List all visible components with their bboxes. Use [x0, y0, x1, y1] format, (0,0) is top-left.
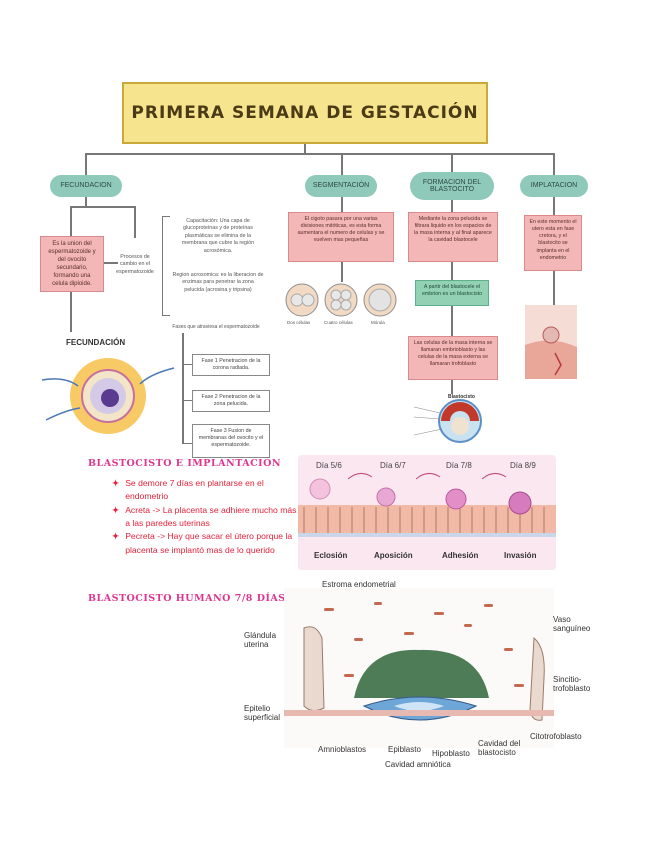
connector [85, 197, 87, 207]
label-citotrofoblasto: Citotrofoblasto [530, 732, 582, 741]
connector [553, 271, 555, 305]
segmentacion-text: El cigoto pasara por una varias division… [288, 212, 394, 262]
cleavage-label-1: Dos células [287, 320, 311, 325]
bullet-item: ✦Se demore 7 días en plantarse en el end… [112, 477, 300, 504]
bracket [162, 216, 170, 316]
bullet-item: ✦Acreta -> La placenta se adhiere mucho … [112, 504, 300, 531]
stages-figure: Día 5/6 Día 6/7 Día 7/8 Día 8/9 Eclosión… [298, 455, 556, 570]
formacion-box-3: Las celulas de la masa interna se llamar… [408, 336, 498, 380]
phase-3-box: Fase 3 Fusion de membranas del ovocito y… [192, 424, 270, 458]
branch-fecundacion: FECUNDACION [50, 175, 122, 197]
connector [134, 206, 136, 238]
label-hipoblasto: Hipoblasto [432, 749, 470, 758]
label-sincitio: Sincitio-trofoblasto [553, 675, 591, 693]
stage-label-3: Adhesión [442, 551, 479, 560]
branch-formacion: FORMACION DEL BLASTOCITO [410, 172, 494, 200]
stage-label-4: Invasión [504, 551, 537, 560]
label-estroma: Estroma endometrial [322, 580, 396, 589]
blastocyst-image-title: Blastocisto [448, 394, 475, 400]
implantation-bullets: ✦Se demore 7 días en plantarse en el end… [112, 477, 300, 557]
connector [451, 200, 453, 212]
label-epitelio: Epitelio superficial [244, 704, 281, 722]
phase-2-box: Fase 2 Penetracion de la zona pelucida. [192, 390, 270, 412]
bullet-item: ✦Pecreta -> Hay que sacar el útero porqu… [112, 530, 300, 557]
blastocyst-histology-illustration [284, 588, 554, 748]
connector [553, 197, 555, 215]
connector [553, 153, 555, 175]
connector [341, 197, 343, 212]
cleavage-illustration [285, 283, 397, 317]
stage-label-2: Aposición [374, 551, 413, 560]
connector [451, 262, 453, 280]
connector [451, 153, 453, 175]
connector [70, 206, 72, 236]
connector [70, 206, 86, 208]
connector [182, 364, 192, 366]
map-title: PRIMERA SEMANA DE GESTACIÓN [122, 82, 488, 144]
acrosome-text: Region acrosomica: es la liberacion de e… [172, 272, 264, 293]
implantation-illustration [525, 305, 577, 379]
connector [85, 153, 555, 155]
connector [451, 306, 453, 336]
connector [182, 400, 192, 402]
formacion-box-2: A partir del blastocele el embrion es un… [415, 280, 489, 306]
stages-illustration [298, 473, 556, 537]
formacion-box-1: Mediante la zona pelucida se filtrara li… [408, 212, 498, 262]
cleavage-label-3: Mórula [371, 320, 385, 325]
section-heading-implantacion: Blastocisto e implantación [88, 458, 282, 469]
stage-day-2: Día 6/7 [380, 461, 406, 470]
star-icon: ✦ [112, 531, 120, 542]
label-vaso: Vaso sanguíneo [553, 615, 591, 633]
fecundacion-definition: Es la union del espermatozoide y del ovo… [40, 236, 104, 292]
label-glandula: Glándula uterina [244, 631, 277, 649]
map-title-text: PRIMERA SEMANA DE GESTACIÓN [131, 103, 479, 123]
label-cavidad-amniotica: Cavidad amniótica [385, 760, 451, 769]
branch-implantacion: IMPLATACION [520, 175, 588, 197]
stage-day-4: Día 8/9 [510, 461, 536, 470]
label-epiblasto: Epiblasto [388, 745, 421, 754]
branch-segmentacion-label: SEGMENTACIÓN [312, 182, 370, 190]
connector [182, 443, 192, 445]
label-amnioblastos: Amnioblastos [318, 745, 367, 754]
stage-day-1: Día 5/6 [316, 461, 342, 470]
implantacion-text: En este momento el utero esta en fase cr… [524, 215, 582, 271]
stage-day-3: Día 7/8 [446, 461, 472, 470]
connector [341, 262, 343, 282]
capacitation-text: Capacitación: Una capa de glucoproteínas… [181, 218, 255, 254]
connector [451, 380, 453, 394]
branch-formacion-label: FORMACION DEL BLASTOCITO [422, 178, 482, 193]
branch-segmentacion: SEGMENTACIÓN [305, 175, 377, 197]
phase-1-box: Fase 1 Penetracion de la corona radiada. [192, 354, 270, 376]
section-heading-blastocisto: Blastocisto humano 7/8 días [88, 593, 286, 604]
cleavage-label-2: Cuatro células [324, 320, 353, 325]
process-label: Procesos de cambio en el espermatozoide [116, 254, 154, 275]
connector [85, 206, 135, 208]
fertilization-illustration [41, 358, 175, 434]
connector [304, 144, 306, 154]
star-icon: ✦ [112, 504, 120, 515]
branch-implantacion-label: IMPLATACION [530, 182, 578, 190]
label-cavidad-blastocisto: Cavidad del blastocisto [478, 739, 521, 757]
star-icon: ✦ [112, 478, 120, 488]
blastocyst-illustration [413, 399, 482, 443]
phases-label: Fases que atraviesa el espermatozoide [172, 324, 260, 330]
connector [104, 262, 118, 264]
branch-fecundacion-label: FECUNDACION [60, 182, 112, 190]
connector [182, 333, 184, 443]
connector [341, 153, 343, 175]
stage-label-1: Eclosión [314, 551, 348, 560]
connector [85, 153, 87, 175]
connector [70, 292, 72, 332]
fecundacion-image-title: FECUNDACIÓN [66, 338, 126, 347]
